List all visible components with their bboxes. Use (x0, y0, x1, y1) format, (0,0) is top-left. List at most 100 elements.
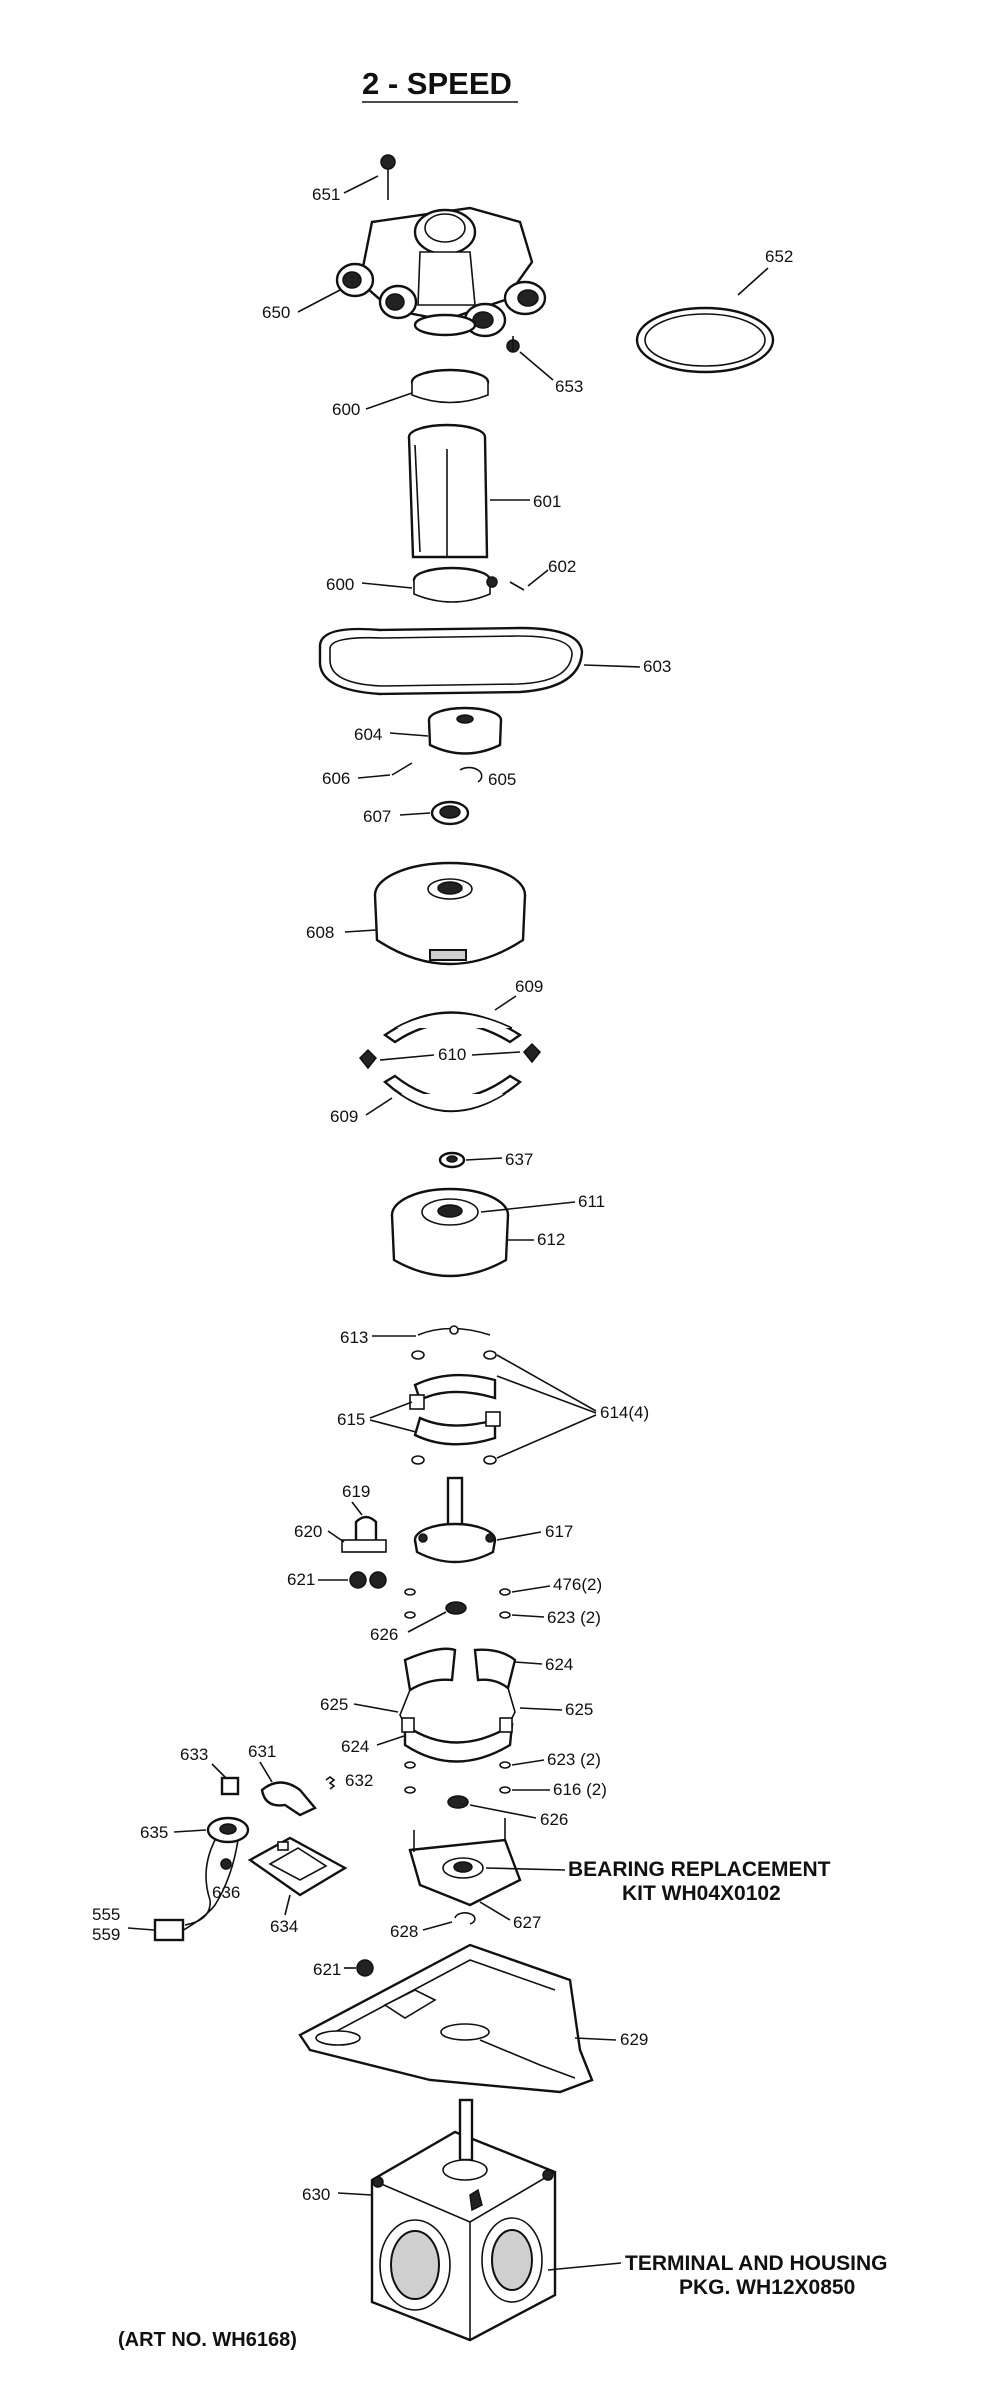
art-number: (ART NO. WH6168) (118, 2329, 297, 2351)
label-621-top: 621 (287, 1570, 315, 1589)
part-651-screw (380, 154, 396, 200)
label-652: 652 (765, 247, 793, 266)
label-624-bottom: 624 (341, 1737, 369, 1756)
label-628: 628 (390, 1922, 418, 1941)
label-617: 617 (545, 1522, 573, 1541)
part-615-shoes (409, 1373, 501, 1446)
part-612-clutch (390, 1187, 510, 1278)
label-629: 629 (620, 2030, 648, 2049)
part-608-drum (373, 861, 527, 966)
part-476-washers (404, 1588, 511, 1596)
label-625-left: 625 (320, 1695, 348, 1714)
part-624-brake-lower (401, 1717, 514, 1763)
part-650-pump (335, 206, 547, 338)
label-608: 608 (306, 923, 334, 942)
label-631: 631 (248, 1742, 276, 1761)
part-636-screw (220, 1858, 232, 1870)
part-614-washers (411, 1350, 497, 1465)
part-632-spring (325, 1776, 336, 1790)
label-611: 611 (578, 1192, 605, 1211)
label-637: 637 (505, 1150, 533, 1169)
bearing-kit-line1: BEARING REPLACEMENT (568, 1858, 831, 1881)
part-602-screw (509, 581, 525, 591)
part-610-springs (358, 1042, 542, 1070)
label-653: 653 (555, 377, 583, 396)
label-623-bottom: 623 (2) (547, 1750, 601, 1769)
part-607-bearing (430, 800, 470, 826)
label-633: 633 (180, 1745, 208, 1764)
part-633-cap (220, 1776, 240, 1796)
part-613-retainer (417, 1325, 491, 1336)
part-635-switch (179, 1816, 250, 1933)
label-624-top: 624 (545, 1655, 573, 1674)
part-621-magnets (349, 1571, 387, 1589)
label-601: 601 (533, 492, 561, 511)
part-630-motor (370, 2098, 557, 2342)
label-627: 627 (513, 1913, 541, 1932)
part-609-shoe-top (382, 1011, 523, 1044)
part-609-shoe-bottom (382, 1074, 523, 1113)
part-626-nut-bottom (447, 1795, 469, 1809)
label-615: 615 (337, 1410, 365, 1429)
part-617-hub (413, 1476, 497, 1564)
label-623-top: 623 (2) (547, 1608, 601, 1627)
part-600-clamp-bottom (412, 566, 498, 603)
label-636: 636 (212, 1883, 240, 1902)
label-634: 634 (270, 1917, 298, 1936)
part-616-washers (404, 1786, 511, 1794)
part-620-plate (341, 1539, 387, 1553)
label-607: 607 (363, 807, 391, 826)
part-626-nut-top (445, 1601, 467, 1615)
part-606-key (391, 762, 413, 776)
bearing-kit-line2: KIT WH04X0102 (622, 1882, 781, 1905)
part-653-screw (506, 336, 520, 353)
label-555: 555 (92, 1905, 120, 1924)
terminal-pkg-line2: PKG. WH12X0850 (679, 2276, 855, 2299)
part-631-actuator (260, 1781, 317, 1817)
label-626-bottom: 626 (540, 1810, 568, 1829)
part-623-washers-top (404, 1611, 511, 1619)
part-637-nut (438, 1151, 466, 1169)
label-616: 616 (2) (553, 1780, 607, 1799)
part-623-washers-bottom (404, 1761, 511, 1769)
label-632: 632 (345, 1771, 373, 1790)
label-621-bottom: 621 (313, 1960, 341, 1979)
part-619-spring (354, 1515, 378, 1540)
label-619: 619 (342, 1482, 370, 1501)
part-603-belt (318, 626, 584, 696)
label-609-top: 609 (515, 977, 543, 996)
part-604-pulley (427, 706, 503, 755)
label-620: 620 (294, 1522, 322, 1541)
part-605-snap-ring (459, 766, 483, 783)
part-621-magnet-lower (356, 1959, 374, 1977)
label-604: 604 (354, 725, 382, 744)
label-613: 613 (340, 1328, 368, 1347)
label-600-top: 600 (332, 400, 360, 419)
label-602: 602 (548, 557, 576, 576)
part-601-sleeve (407, 423, 489, 559)
label-614: 614(4) (600, 1403, 649, 1422)
label-630: 630 (302, 2185, 330, 2204)
label-476: 476(2) (553, 1575, 602, 1594)
part-627-bearing-plate (408, 1818, 522, 1907)
label-635: 635 (140, 1823, 168, 1842)
label-605: 605 (488, 770, 516, 789)
part-629-base-plate (298, 1943, 594, 2094)
part-555-559-connector (153, 1918, 185, 1942)
part-624-brake-upper (399, 1647, 517, 1726)
label-612: 612 (537, 1230, 565, 1249)
label-625-right: 625 (565, 1700, 593, 1719)
label-603: 603 (643, 657, 671, 676)
part-634-bracket (247, 1836, 348, 1897)
label-610: 610 (438, 1045, 466, 1064)
label-606: 606 (322, 769, 350, 788)
part-628-ring (454, 1912, 476, 1925)
label-651: 651 (312, 185, 340, 204)
label-559: 559 (92, 1925, 120, 1944)
diagram-title: 2 - SPEED (362, 66, 512, 101)
part-652-ring (635, 306, 775, 374)
label-650: 650 (262, 303, 290, 322)
label-600-bottom: 600 (326, 575, 354, 594)
label-609-bottom: 609 (330, 1107, 358, 1126)
